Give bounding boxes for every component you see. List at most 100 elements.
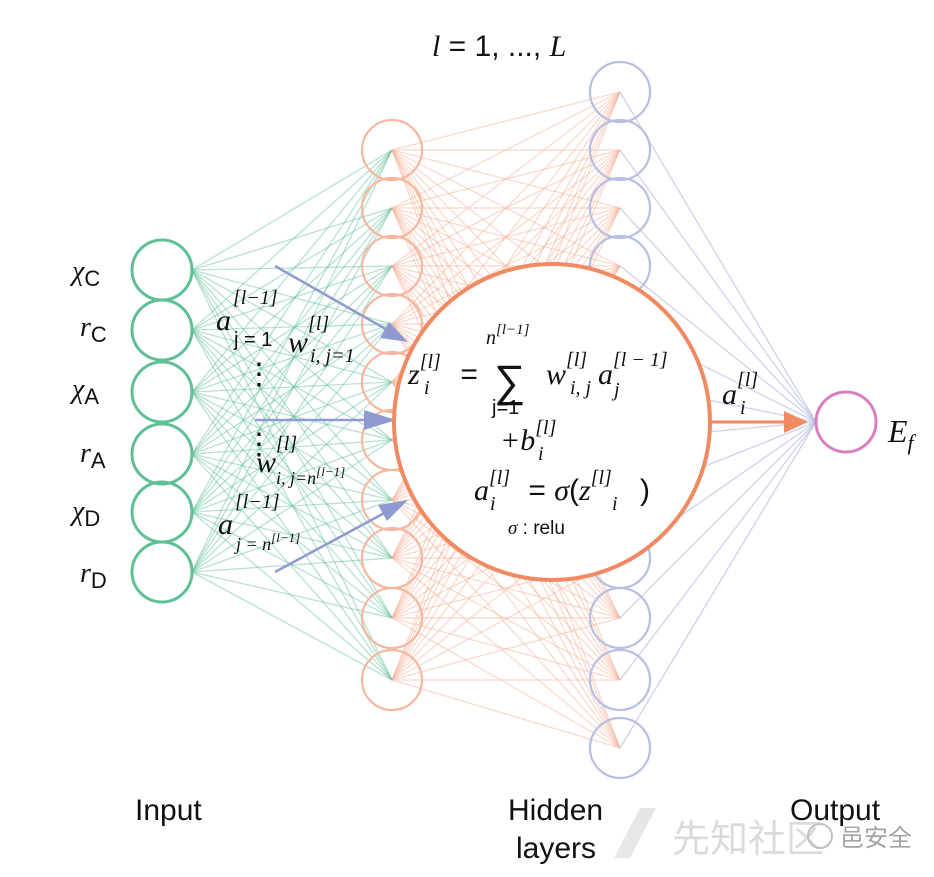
input-node — [130, 422, 194, 486]
input-edge — [191, 381, 393, 573]
input-edge — [191, 381, 393, 513]
last-hidden-node — [588, 648, 652, 712]
input-section-label: Input — [135, 794, 202, 827]
annotation-a-jn: a[l−1]j = n[l−1] — [218, 491, 300, 554]
input-edge — [191, 207, 393, 271]
input-label-chi-c: χC — [69, 256, 100, 291]
input-edge — [191, 269, 393, 441]
last-hidden-node — [588, 586, 652, 650]
last-hidden-node — [588, 60, 652, 124]
hidden-edge — [391, 91, 621, 325]
input-edge — [191, 265, 393, 393]
eq-bias-term: +b[l]i — [500, 417, 556, 465]
layer-range-title: l = 1, ..., L — [432, 30, 566, 63]
input-edge — [191, 265, 393, 331]
neuron-equation: z[l]i = n[l−1] ∑ j=1 w[l]i, j a[l − 1]j … — [407, 322, 668, 539]
output-edge — [619, 149, 817, 423]
input-edge — [191, 207, 393, 393]
input-edge — [191, 571, 393, 681]
eq-w-term: w[l]i, j — [546, 349, 592, 399]
input-node — [130, 298, 194, 362]
input-edge — [191, 453, 393, 501]
eq-sum-lower: j=1 — [491, 397, 519, 419]
input-edge — [191, 453, 393, 559]
input-edge — [191, 323, 393, 331]
input-edge — [191, 511, 393, 619]
eq-a-term: a[l − 1]j — [598, 349, 668, 401]
output-edge — [619, 421, 817, 749]
hidden-node — [360, 234, 424, 298]
input-edge — [191, 269, 393, 383]
hidden-edge — [391, 91, 621, 267]
input-edge — [191, 391, 393, 619]
hidden-node — [360, 176, 424, 240]
input-label-chi-a: χA — [69, 374, 99, 409]
input-edge — [191, 391, 393, 559]
last-hidden-node — [588, 176, 652, 240]
input-edge — [191, 269, 393, 619]
input-edge — [191, 207, 393, 455]
hidden-edge — [391, 679, 621, 749]
input-edge — [191, 323, 393, 393]
hidden-edge — [391, 617, 621, 681]
hidden-node — [360, 586, 424, 650]
input-edge — [191, 207, 393, 331]
annotation-a-j1: a[l−1]j = 1 — [216, 287, 278, 351]
input-edge — [191, 149, 393, 331]
output-edge — [619, 421, 817, 619]
output-edge — [619, 421, 817, 681]
input-edge — [191, 329, 393, 681]
output-label: Ef — [887, 413, 917, 455]
input-edge — [191, 269, 393, 681]
input-edge — [191, 269, 393, 559]
watermark-logo-icon — [614, 808, 656, 858]
annotation-w-ij1: w[l]i, j=1 — [288, 313, 355, 367]
input-edge — [191, 499, 393, 513]
input-edge — [191, 149, 393, 573]
input-edge — [191, 149, 393, 393]
hidden-section-label-1: Hidden — [508, 794, 603, 827]
vertical-ellipsis-2: ⋮ — [244, 428, 274, 461]
input-edge — [191, 571, 393, 619]
output-edge — [619, 91, 817, 423]
weight-arrows — [255, 264, 408, 574]
hidden-edge — [391, 91, 621, 209]
output-arrow-label: a[l]i — [722, 369, 758, 419]
input-label-r-d: rD — [80, 558, 107, 593]
input-label-r-c: rC — [80, 312, 107, 347]
input-node — [130, 480, 194, 544]
input-node — [130, 540, 194, 604]
input-edge — [191, 323, 393, 513]
input-edge — [191, 207, 393, 513]
eq-sum-upper: n[l−1] — [486, 322, 530, 349]
input-edge — [191, 329, 393, 441]
hidden-section-label-2: layers — [516, 832, 596, 865]
last-hidden-node — [588, 716, 652, 780]
input-edge — [191, 269, 393, 501]
annotation-w-ijn: w[l]i, j=n[l−1] — [256, 433, 345, 488]
input-edge — [191, 557, 393, 573]
input-edge — [191, 391, 393, 501]
watermark-text-2: 邑安全 — [840, 824, 912, 852]
watermark-chat-icon — [807, 823, 833, 849]
output-node — [814, 390, 878, 454]
weight-annotations: a[l−1]j = 1 w[l]i, j=1 ⋮ ⋮ w[l]i, j=n[l−… — [216, 287, 355, 554]
eq-activation: a[l]i = σ(z[l]i) — [474, 467, 650, 515]
last-hidden-node — [588, 118, 652, 182]
output-edge — [619, 207, 817, 423]
hidden-edge — [391, 617, 621, 749]
hidden-edge — [391, 91, 621, 151]
input-label-r-a: rA — [80, 438, 106, 473]
input-edge — [191, 439, 393, 455]
input-edge — [191, 511, 393, 559]
input-edge — [191, 265, 393, 455]
input-edge — [191, 439, 393, 513]
input-edge — [191, 453, 393, 681]
input-node — [130, 360, 194, 424]
hidden-edge — [391, 557, 621, 749]
input-edge — [191, 149, 393, 271]
input-edge — [191, 381, 393, 393]
input-edge — [191, 453, 393, 619]
input-edge — [191, 329, 393, 559]
